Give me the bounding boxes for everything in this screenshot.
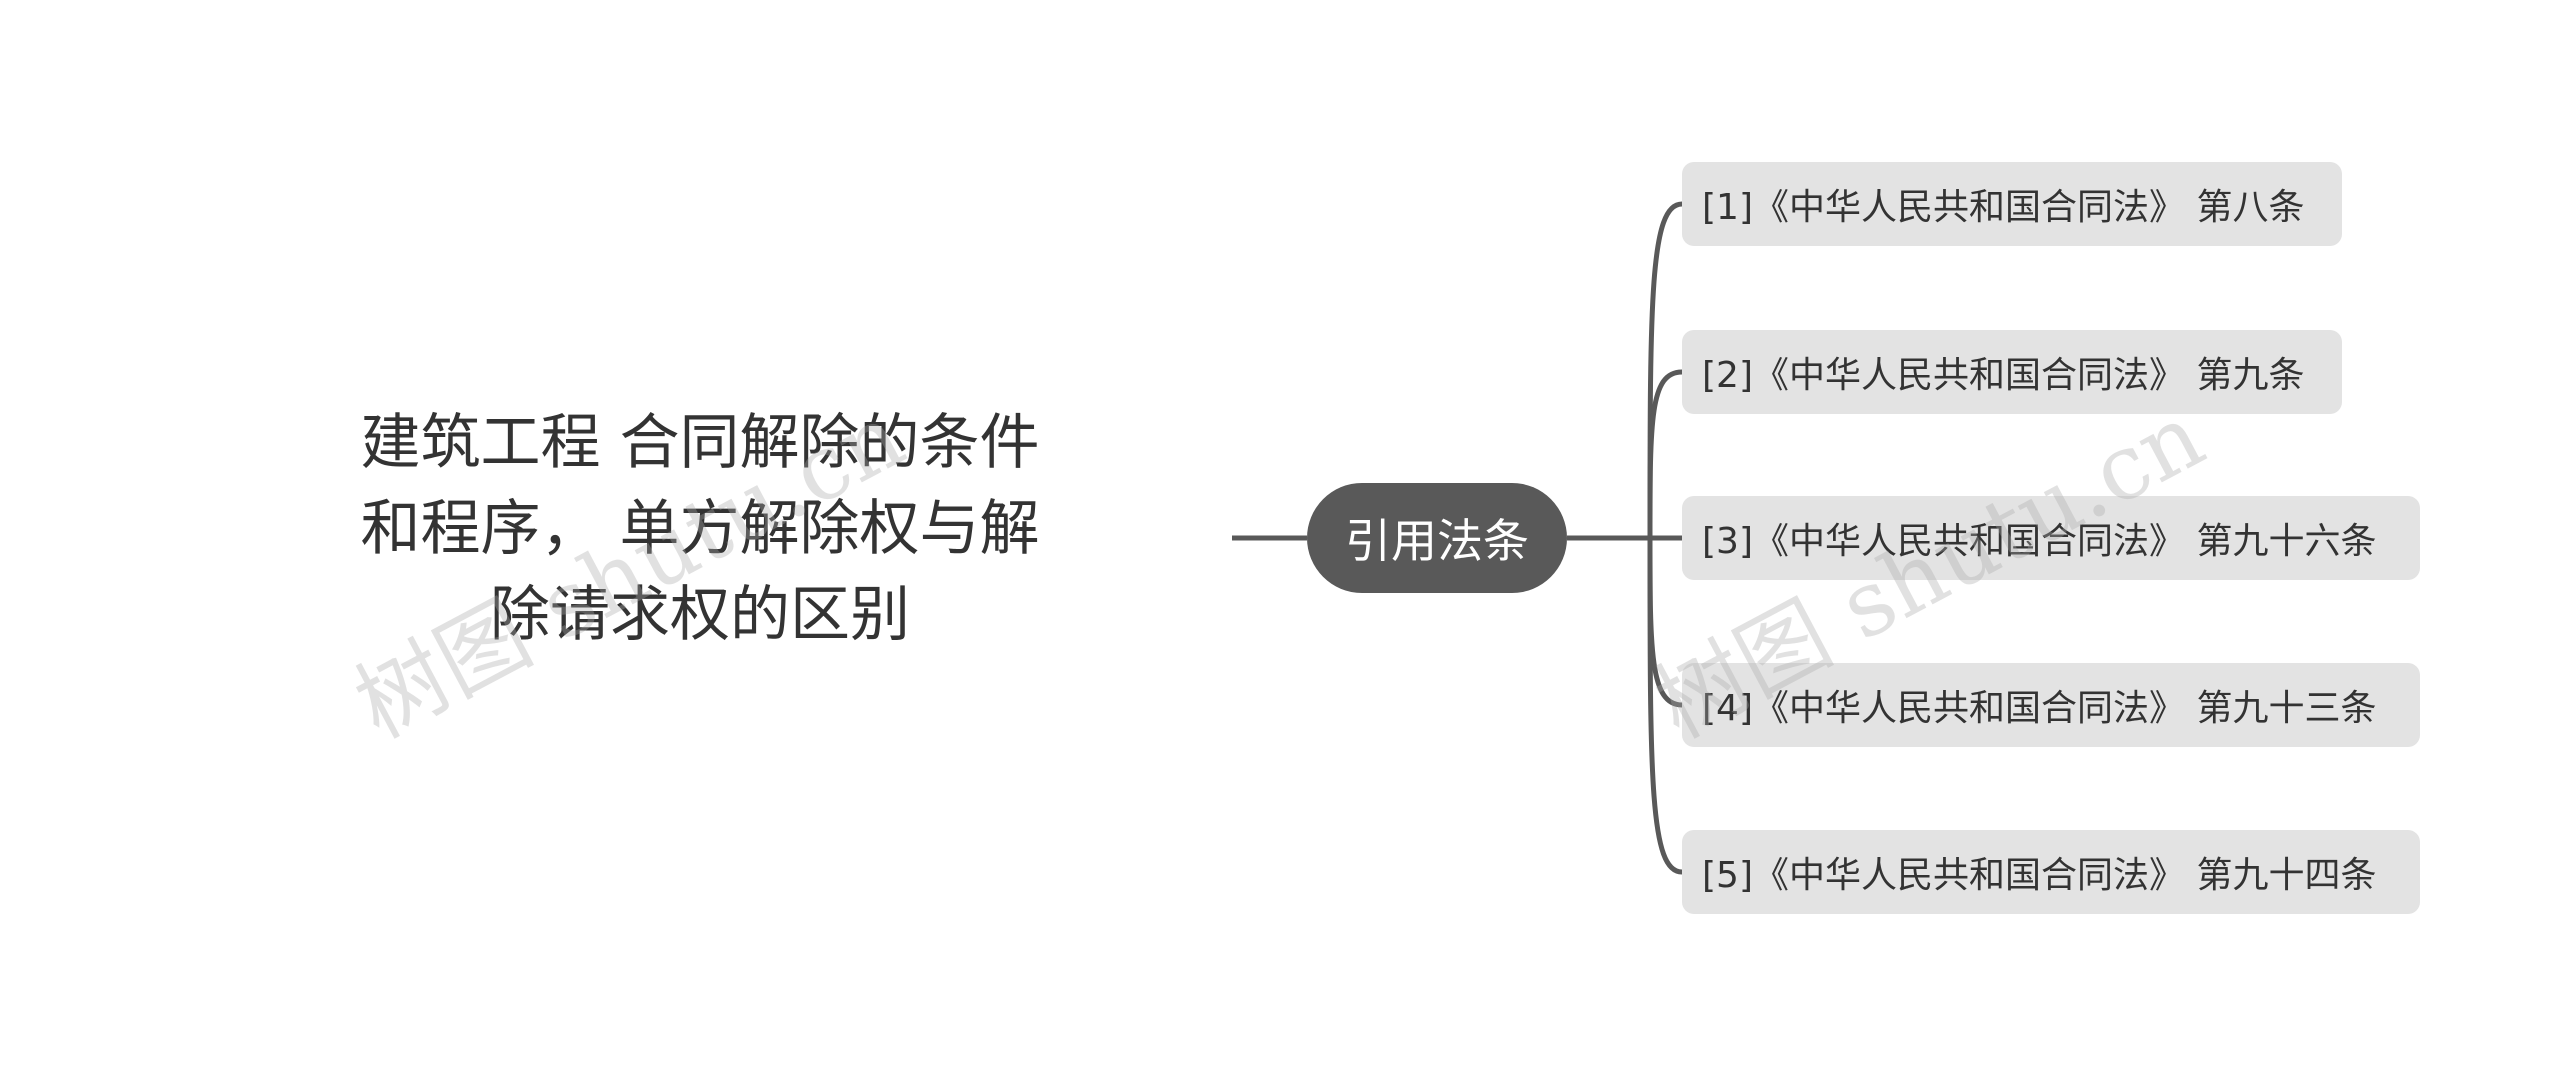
leaf-node-5[interactable]: [5]《中华人民共和国合同法》 第九十四条 <box>1682 830 2420 914</box>
center-topic-node[interactable]: 引用法条 <box>1307 483 1567 593</box>
leaf-label-2: [2]《中华人民共和国合同法》 第九条 <box>1702 355 2305 396</box>
branch-connector-2 <box>1647 369 1683 539</box>
branch-connector-4 <box>1647 537 1683 708</box>
root-title-line-3: 除请求权的区别 <box>490 580 910 650</box>
leaf-node-3[interactable]: [3]《中华人民共和国合同法》 第九十六条 <box>1682 496 2420 580</box>
center-topic-label: 引用法条 <box>1345 514 1529 568</box>
leaf-node-4[interactable]: [4]《中华人民共和国合同法》 第九十三条 <box>1682 663 2420 747</box>
root-title-line-2: 和程序， 单方解除权与解 <box>360 494 1040 564</box>
leaf-label-4: [4]《中华人民共和国合同法》 第九十三条 <box>1702 688 2377 729</box>
leaf-label-3: [3]《中华人民共和国合同法》 第九十六条 <box>1702 521 2377 562</box>
leaf-node-1[interactable]: [1]《中华人民共和国合同法》 第八条 <box>1682 162 2342 246</box>
leaf-label-5: [5]《中华人民共和国合同法》 第九十四条 <box>1702 855 2377 896</box>
root-topic[interactable]: 建筑工程 合同解除的条件 和程序， 单方解除权与解 除请求权的区别 <box>280 400 1120 658</box>
leaf-node-2[interactable]: [2]《中华人民共和国合同法》 第九条 <box>1682 330 2342 414</box>
branch-connector-5 <box>1647 537 1683 875</box>
root-title-line-1: 建筑工程 合同解除的条件 <box>360 408 1040 478</box>
leaf-label-1: [1]《中华人民共和国合同法》 第八条 <box>1702 187 2305 228</box>
